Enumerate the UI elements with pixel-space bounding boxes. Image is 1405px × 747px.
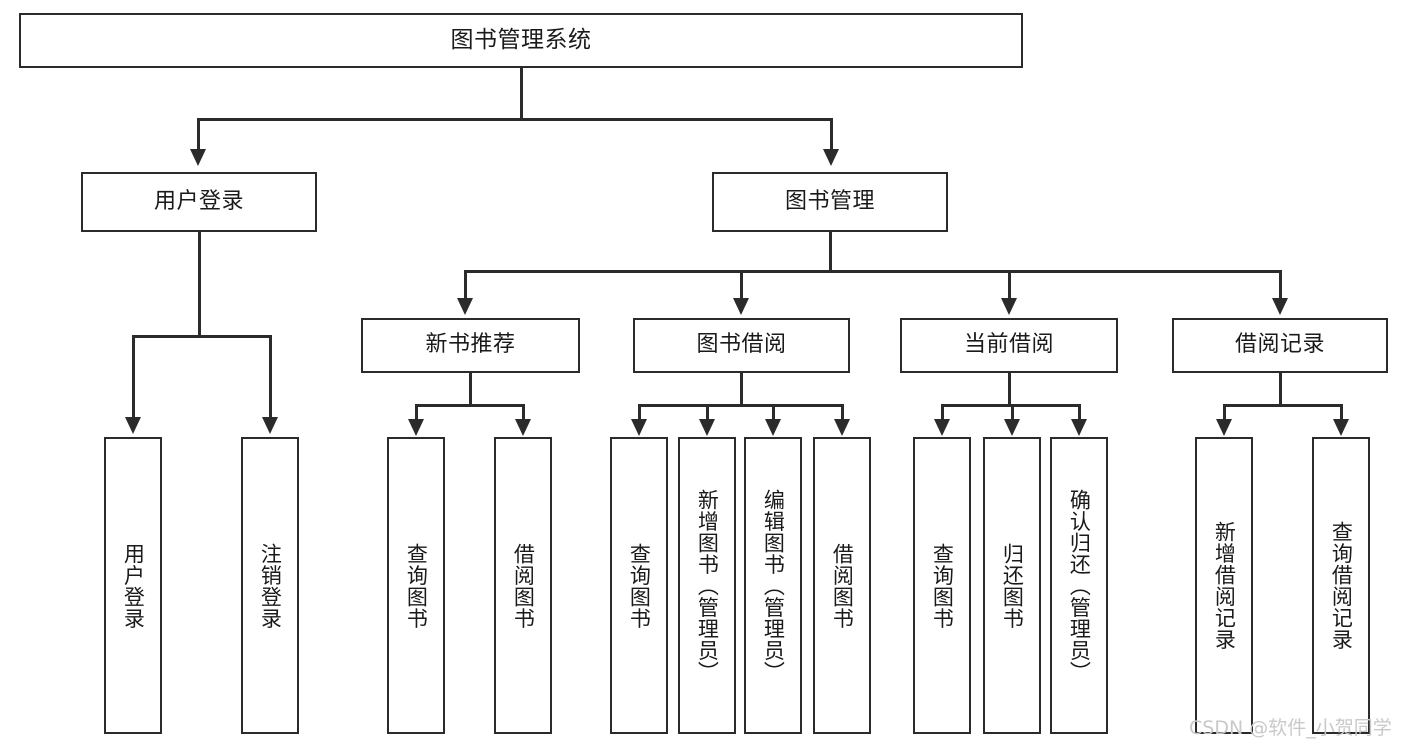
arrowhead-new-book-rec-child-2 [515, 419, 531, 436]
connector-current-borrow-to-child-2 [1011, 404, 1014, 421]
connector-new-book-rec-to-child-1 [415, 404, 418, 421]
node-user-login-child-1[interactable]: 用户登录 [104, 437, 162, 734]
connector-book-borrow-to-child-2 [706, 404, 709, 421]
connector-user-login-bus [132, 335, 271, 338]
connector-book-manage-bus [464, 270, 1281, 273]
arrowhead-user-login-child-2 [262, 417, 278, 434]
arrowhead-user-login [190, 149, 206, 166]
connector-book-borrow-to-child-4 [841, 404, 844, 421]
node-book-borrow[interactable]: 图书借阅 [633, 318, 850, 373]
connector-borrow-record-stem [1279, 373, 1282, 406]
arrowhead-book-borrow-child-1 [631, 419, 647, 436]
connector-book-borrow-stem [740, 373, 743, 406]
connector-user-login-to-child-1 [132, 335, 135, 419]
connector-root-to-book-manage [830, 118, 833, 151]
connector-user-login-to-child-2 [269, 335, 272, 419]
arrowhead-new-book-rec-child-1 [408, 419, 424, 436]
node-book-borrow-child-4[interactable]: 借阅图书 [813, 437, 871, 734]
connector-borrow-record-bus [1223, 404, 1342, 407]
connector-new-book-rec-bus [415, 404, 525, 407]
connector-root-bus [197, 118, 833, 121]
connector-book-manage-stem [829, 232, 832, 272]
arrowhead-user-login-child-1 [125, 417, 141, 434]
connector-book-borrow-to-child-1 [638, 404, 641, 421]
connector-root-to-user-login [197, 118, 200, 151]
connector-new-book-rec-stem [469, 373, 472, 406]
connector-current-borrow-bus [941, 404, 1080, 407]
connector-borrow-record-to-child-2 [1340, 404, 1343, 421]
arrowhead-current-borrow-child-3 [1071, 419, 1087, 436]
node-book-manage[interactable]: 图书管理 [712, 172, 948, 232]
node-borrow-record-child-1[interactable]: 新增借阅记录 [1195, 437, 1253, 734]
arrowhead-book-borrow-child-2 [699, 419, 715, 436]
node-user-login[interactable]: 用户登录 [81, 172, 317, 232]
node-borrow-record[interactable]: 借阅记录 [1172, 318, 1388, 373]
connector-borrow-record-to-child-1 [1223, 404, 1226, 421]
node-current-borrow[interactable]: 当前借阅 [900, 318, 1118, 373]
csdn-watermark: CSDN @软件_小贺同学 [1189, 717, 1392, 739]
node-root[interactable]: 图书管理系统 [19, 13, 1023, 68]
node-user-login-child-2[interactable]: 注销登录 [241, 437, 299, 734]
node-book-borrow-child-1[interactable]: 查询图书 [610, 437, 668, 734]
arrowhead-current-borrow-child-1 [934, 419, 950, 436]
connector-book-borrow-bus [638, 404, 843, 407]
node-book-borrow-child-2[interactable]: 新增图书（管理员） [678, 437, 736, 734]
node-book-borrow-child-3[interactable]: 编辑图书（管理员） [744, 437, 802, 734]
connector-book-manage-to-book-borrow [740, 270, 743, 300]
connector-current-borrow-stem [1008, 373, 1011, 406]
arrowhead-current-borrow [1001, 298, 1017, 315]
connector-root-stem [520, 68, 523, 120]
node-new-book-rec-child-1[interactable]: 查询图书 [387, 437, 445, 734]
connector-book-manage-to-borrow-record [1279, 270, 1282, 300]
connector-new-book-rec-to-child-2 [522, 404, 525, 421]
connector-book-manage-to-current-borrow [1008, 270, 1011, 300]
arrowhead-borrow-record-child-2 [1333, 419, 1349, 436]
connector-user-login-stem [198, 232, 201, 335]
arrowhead-borrow-record [1272, 298, 1288, 315]
node-current-borrow-child-3[interactable]: 确认归还（管理员） [1050, 437, 1108, 734]
connector-current-borrow-to-child-3 [1078, 404, 1081, 421]
connector-book-borrow-to-child-3 [772, 404, 775, 421]
node-new-book-rec-child-2[interactable]: 借阅图书 [494, 437, 552, 734]
node-new-book-rec[interactable]: 新书推荐 [361, 318, 580, 373]
node-current-borrow-child-1[interactable]: 查询图书 [913, 437, 971, 734]
arrowhead-borrow-record-child-1 [1216, 419, 1232, 436]
connector-current-borrow-to-child-1 [941, 404, 944, 421]
node-current-borrow-child-2[interactable]: 归还图书 [983, 437, 1041, 734]
node-borrow-record-child-2[interactable]: 查询借阅记录 [1312, 437, 1370, 734]
connector-book-manage-to-new-book-rec [464, 270, 467, 300]
arrowhead-book-manage [823, 149, 839, 166]
arrowhead-new-book-rec [457, 298, 473, 315]
arrowhead-book-borrow [733, 298, 749, 315]
arrowhead-book-borrow-child-3 [765, 419, 781, 436]
arrowhead-current-borrow-child-2 [1004, 419, 1020, 436]
arrowhead-book-borrow-child-4 [834, 419, 850, 436]
